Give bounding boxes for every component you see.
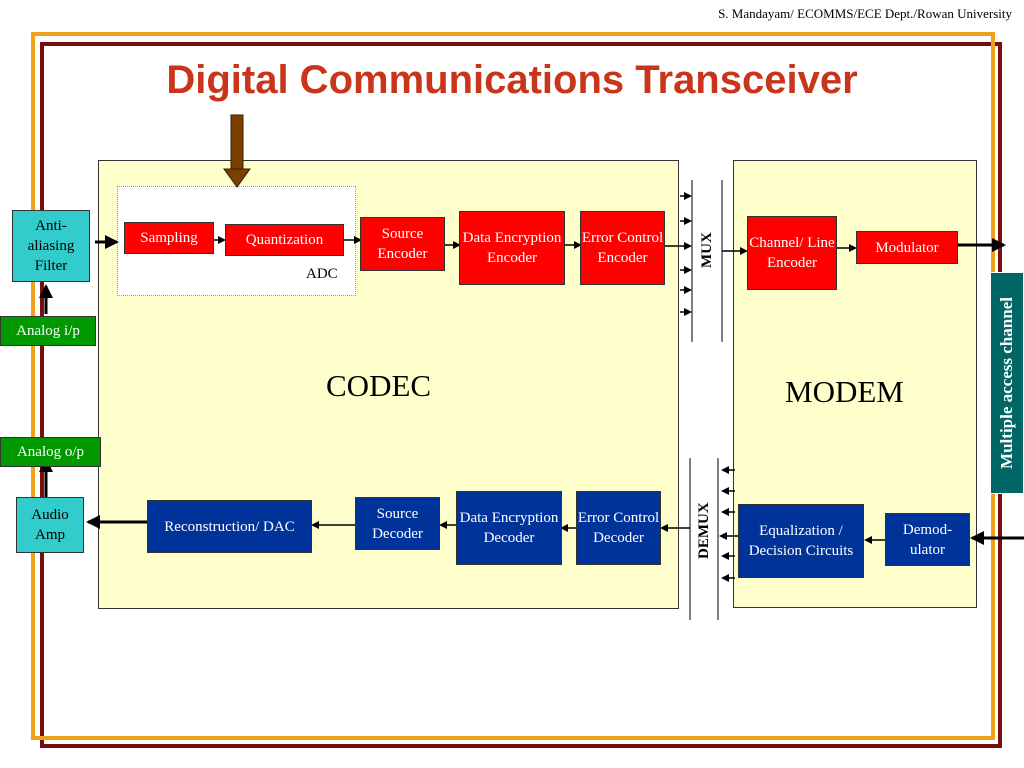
error-control-encoder-block: Error Control Encoder <box>580 211 665 285</box>
data-encryption-encoder-block: Data Encryption Encoder <box>459 211 565 285</box>
analog-input-label: Analog i/p <box>0 316 96 346</box>
multiple-access-channel: Multiple access channel <box>990 272 1024 494</box>
mux-label: MUX <box>699 232 715 268</box>
error-control-decoder-block: Error Control Decoder <box>576 491 661 565</box>
quantization-block: Quantization <box>225 224 344 256</box>
credit-text: S. Mandayam/ ECOMMS/ECE Dept./Rowan Univ… <box>718 6 1012 21</box>
demodulator-block: Demod- ulator <box>885 513 970 566</box>
modem-label: MODEM <box>785 374 904 409</box>
source-encoder-block: Source Encoder <box>360 217 445 271</box>
codec-label: CODEC <box>326 368 432 403</box>
demux-label: DEMUX <box>696 502 712 559</box>
data-encryption-decoder-block: Data Encryption Decoder <box>456 491 562 565</box>
anti-aliasing-filter: Anti-aliasing Filter <box>12 210 90 282</box>
input-arrow-head <box>223 168 251 188</box>
audio-amp: Audio Amp <box>16 497 84 553</box>
modulator-block: Modulator <box>856 231 958 264</box>
input-arrow-shaft <box>230 114 244 170</box>
equalization-decision-block: Equalization / Decision Circuits <box>738 504 864 578</box>
page-title: Digital Communications Transceiver <box>166 58 858 102</box>
adc-label: ADC <box>306 266 338 282</box>
sampling-block: Sampling <box>124 222 214 254</box>
analog-output-label: Analog o/p <box>0 437 101 467</box>
reconstruction-dac-block: Reconstruction/ DAC <box>147 500 312 553</box>
channel-line-encoder-block: Channel/ Line Encoder <box>747 216 837 290</box>
channel-label: Multiple access channel <box>997 297 1017 469</box>
source-decoder-block: Source Decoder <box>355 497 440 550</box>
